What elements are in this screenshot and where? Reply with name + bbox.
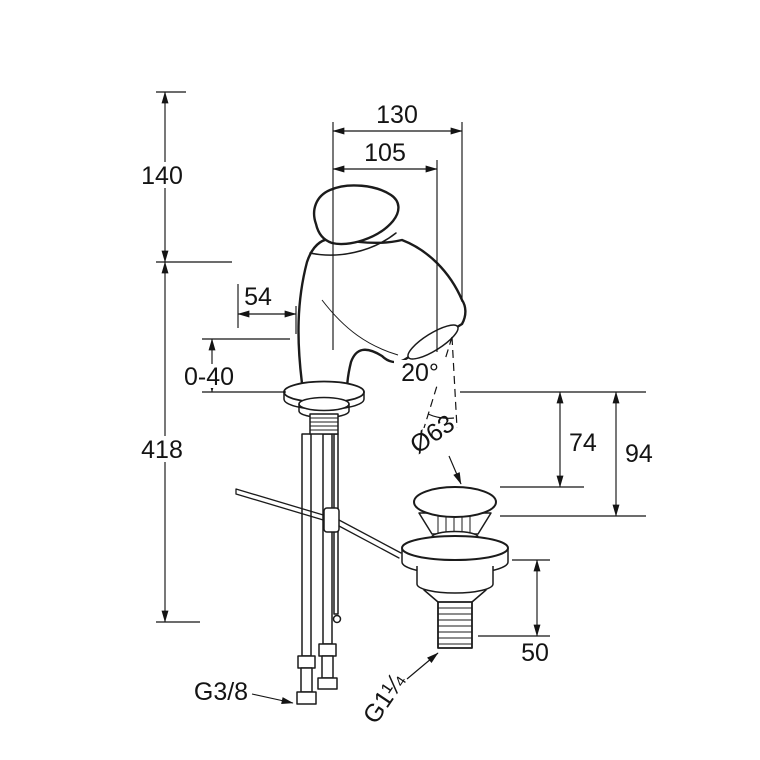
dimension-lines: 140 418 130 105 54 0-40 (136, 91, 653, 729)
base-flange (283, 380, 365, 435)
faucet-body (297, 184, 467, 393)
handle-seam (309, 232, 397, 256)
dim-130-105: 130 105 (332, 101, 463, 352)
dim-418-label: 418 (141, 436, 183, 464)
dim-140-418: 140 418 (136, 91, 232, 623)
supply-hoses (296, 433, 338, 705)
dim-94-label: 94 (625, 440, 653, 468)
pop-up-waste-assembly (401, 486, 509, 649)
dim-50-label: 50 (521, 639, 549, 667)
waste-lower-disk (416, 566, 494, 594)
dim-130-label: 130 (376, 101, 418, 129)
body-spout-outline (297, 237, 467, 393)
waste-tailpiece (437, 601, 473, 649)
dim-74-94: 74 94 (460, 391, 653, 517)
label-g114: G1¼ (358, 652, 439, 729)
dim-0-40: 0-40 (181, 338, 290, 393)
dim-105-label: 105 (364, 139, 406, 167)
label-g38: G3/8 (194, 678, 294, 706)
dim-angle-20: 20° (394, 336, 458, 429)
lever-handle (312, 184, 400, 246)
dim-74-label: 74 (569, 429, 597, 457)
dim-54-label: 54 (244, 283, 272, 311)
dim-50: 50 (478, 559, 550, 667)
waste-dome-cap (413, 486, 497, 518)
pop-up-pull-rod (235, 433, 402, 624)
dim-54: 54 (237, 283, 297, 334)
dim-dia63-label: Ø63 (405, 409, 460, 459)
dim-dia-63: Ø63 (405, 409, 462, 485)
waste-flange (401, 535, 509, 561)
dim-20deg-label: 20° (401, 359, 439, 387)
spout-inner-line (321, 299, 399, 356)
dim-0-40-label: 0-40 (184, 363, 234, 391)
thread-g38-label: G3/8 (194, 678, 248, 706)
thread-g114-label: G1¼ (358, 667, 412, 729)
dim-140-label: 140 (141, 162, 183, 190)
